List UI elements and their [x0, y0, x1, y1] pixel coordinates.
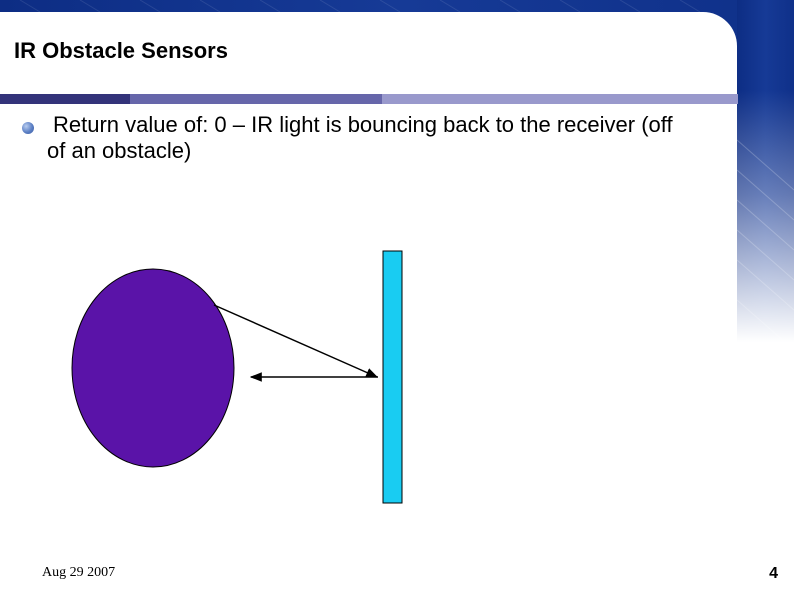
footer-date: Aug 29 2007 [42, 565, 116, 580]
sensor-ellipse [71, 268, 235, 468]
header-texture [19, 0, 701, 13]
page-number: 4 [769, 565, 778, 582]
title-rule-light [382, 94, 738, 104]
slide-title: IR Obstacle Sensors [14, 38, 228, 63]
bullet-text: Return value of: 0 – IR light is bouncin… [47, 112, 673, 163]
title-rule-mid [130, 94, 382, 104]
title-rule-dark [0, 94, 130, 104]
side-band-fade [737, 90, 794, 440]
emitted-ir-ray [213, 304, 379, 378]
title-panel [0, 12, 737, 94]
bullet-dot-icon [22, 122, 34, 134]
obstacle-bar [382, 250, 403, 504]
